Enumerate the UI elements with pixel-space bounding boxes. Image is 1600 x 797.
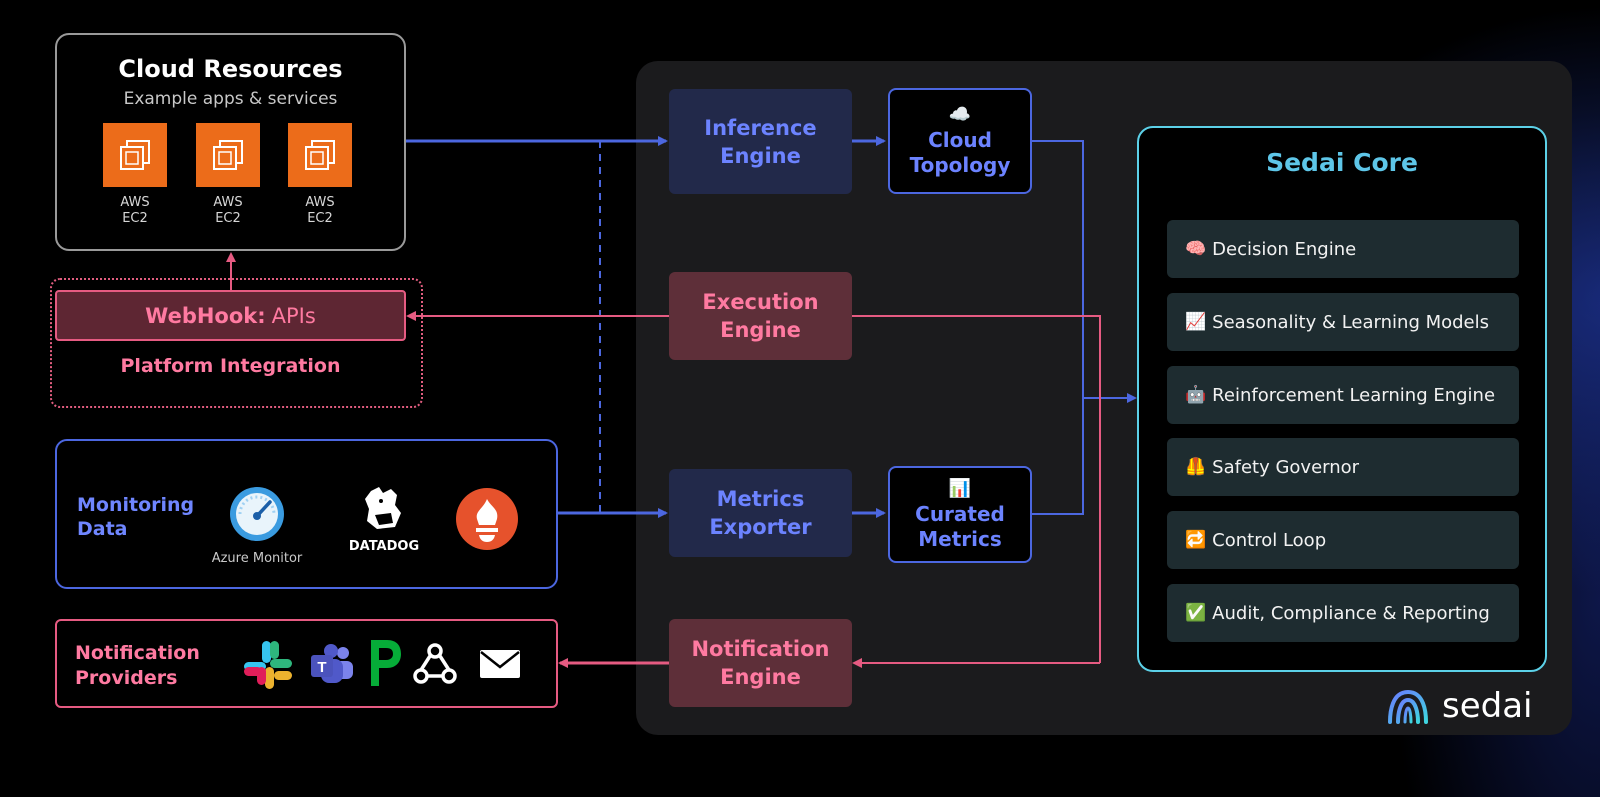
- notification-engine-label: Engine: [720, 665, 801, 689]
- aws-ec2-icon: [288, 123, 352, 187]
- notification-engine-label: Notification: [691, 637, 830, 661]
- apis-label: APIs: [271, 303, 316, 328]
- curated-metrics-label: Metrics: [918, 526, 1002, 551]
- monitoring-title: Data: [77, 518, 128, 540]
- pagerduty-icon: [371, 640, 401, 686]
- core-item-label: Reinforcement Learning Engine: [1212, 384, 1496, 406]
- cloud-topology-label: Cloud: [928, 128, 992, 152]
- sedai-brand-name: sedai: [1442, 686, 1533, 726]
- azure-monitor-icon: [230, 487, 284, 541]
- inference-engine-box: Inference Engine: [669, 89, 852, 194]
- aws-ec2-label: AWS: [120, 195, 150, 210]
- microsoft-teams-icon: T: [311, 644, 353, 683]
- link-curated-to-core: [1031, 398, 1084, 515]
- execution-engine-label: Execution: [702, 290, 819, 314]
- aws-ec2-instance: AWS EC2: [103, 123, 167, 227]
- cloud-icon: ☁️: [948, 104, 972, 125]
- monitoring-title: Monitoring: [77, 494, 195, 516]
- safety-vest-icon: 🦺: [1185, 457, 1207, 477]
- webhook-apis-box: WebHook: APIs: [55, 290, 406, 341]
- cloud-topology-label: Topology: [909, 153, 1011, 177]
- cloud-topology-box: ☁️ Cloud Topology: [888, 88, 1032, 194]
- core-item-label: Safety Governor: [1212, 456, 1360, 478]
- core-item-label: Seasonality & Learning Models: [1212, 311, 1490, 333]
- metrics-exporter-label: Exporter: [709, 515, 812, 539]
- sedai-core-box: Sedai Core 🧠 Decision Engine 📈 Seasonali…: [1137, 126, 1547, 672]
- platform-integration-frame: [50, 278, 423, 408]
- brain-icon: 🧠: [1185, 239, 1207, 259]
- curated-metrics-label: Curated: [915, 501, 1005, 526]
- aws-ec2-label: EC2: [122, 211, 148, 226]
- prometheus-icon: [456, 488, 518, 550]
- notification-providers-title: Notification: [75, 642, 200, 664]
- aws-ec2-icon: [196, 123, 260, 187]
- inference-engine-label: Inference: [704, 115, 817, 140]
- core-item-reinforcement-learning: 🤖 Reinforcement Learning Engine: [1167, 366, 1519, 424]
- aws-ec2-label: AWS: [213, 195, 243, 210]
- prometheus-logo: [455, 487, 519, 555]
- metrics-exporter-label: Metrics: [716, 487, 805, 511]
- execution-engine-box: Execution Engine: [669, 272, 852, 360]
- notification-engine-box: Notification Engine: [669, 619, 852, 707]
- repeat-icon: 🔁: [1185, 530, 1207, 550]
- monitoring-data-box: Monitoring Data Azure Monitor DATADOG: [55, 439, 558, 589]
- chart-up-icon: 📈: [1185, 312, 1207, 332]
- core-item-audit: ✅ Audit, Compliance & Reporting: [1167, 584, 1519, 642]
- core-item-seasonality: 📈 Seasonality & Learning Models: [1167, 293, 1519, 351]
- sedai-brand: sedai: [1384, 686, 1533, 726]
- core-item-label: Decision Engine: [1212, 238, 1357, 260]
- datadog-label: DATADOG: [348, 539, 420, 554]
- core-item-control-loop: 🔁 Control Loop: [1167, 511, 1519, 569]
- link-topology-to-core: [1031, 140, 1084, 398]
- sedai-core-title: Sedai Core: [1266, 148, 1418, 177]
- notification-providers-box: Notification Providers T: [55, 619, 558, 708]
- notification-providers-title: Providers: [75, 667, 178, 689]
- datadog-icon: [365, 487, 401, 529]
- core-item-decision-engine: 🧠 Decision Engine: [1167, 220, 1519, 278]
- aws-ec2-label: EC2: [307, 211, 333, 226]
- bar-chart-icon: 📊: [948, 477, 972, 499]
- slack-icon: [244, 641, 292, 689]
- datadog-logo: DATADOG: [339, 483, 429, 554]
- execution-engine-label: Engine: [720, 318, 801, 342]
- sedai-logo-icon: [1388, 689, 1428, 724]
- metrics-exporter-box: Metrics Exporter: [669, 469, 852, 557]
- cloud-resources-title: Cloud Resources: [118, 55, 343, 83]
- aws-ec2-label: AWS: [305, 195, 335, 210]
- aws-ec2-icon: [103, 123, 167, 187]
- aws-ec2-label: EC2: [215, 211, 241, 226]
- cloud-resources-subtitle: Example apps & services: [123, 89, 338, 109]
- inference-engine-label: Engine: [720, 143, 801, 168]
- check-mark-icon: ✅: [1185, 603, 1207, 623]
- platform-integration-label: Platform Integration: [120, 355, 341, 377]
- aws-ec2-instance: AWS EC2: [196, 123, 260, 227]
- aws-ec2-instance: AWS EC2: [288, 123, 352, 227]
- link-core-pink: [852, 315, 1101, 663]
- svg-text:T: T: [317, 659, 326, 676]
- cloud-resources-box: Cloud Resources Example apps & services …: [55, 33, 406, 251]
- core-item-safety-governor: 🦺 Safety Governor: [1167, 438, 1519, 496]
- core-item-label: Control Loop: [1212, 529, 1327, 551]
- azure-monitor-logo: Azure Monitor: [207, 485, 307, 566]
- email-icon: [480, 650, 520, 678]
- robot-icon: 🤖: [1185, 385, 1207, 405]
- webhook-icon: [413, 643, 457, 684]
- azure-monitor-label: Azure Monitor: [211, 551, 303, 566]
- webhook-label: WebHook:: [145, 303, 266, 328]
- core-item-label: Audit, Compliance & Reporting: [1212, 602, 1490, 624]
- curated-metrics-box: 📊 Curated Metrics: [888, 466, 1032, 563]
